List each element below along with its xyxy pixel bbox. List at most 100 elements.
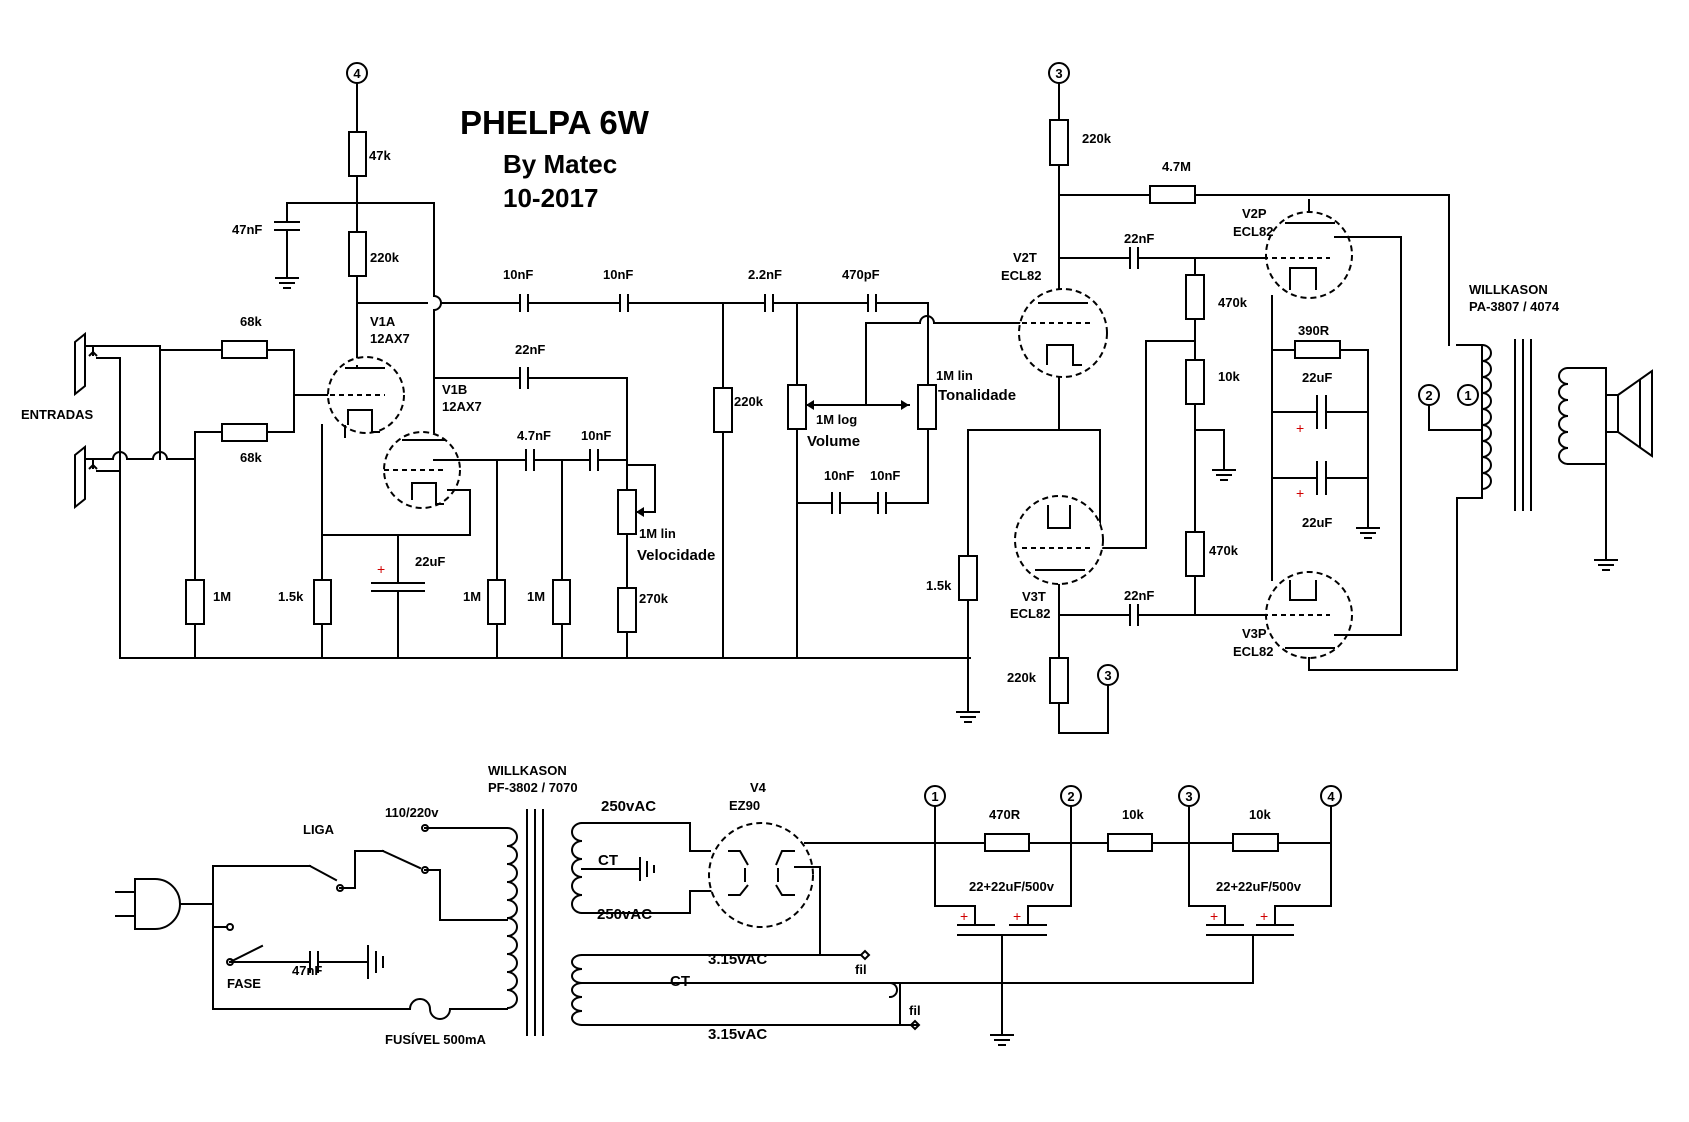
speaker	[1605, 369, 1653, 458]
velocidade-label: Velocidade	[637, 547, 715, 564]
mains-plug	[115, 865, 214, 1010]
r10k-b-label: 10k	[1122, 807, 1144, 822]
fil-b-label: fil	[909, 1003, 921, 1018]
tonalidade-label: Tonalidade	[938, 387, 1016, 404]
r68k-b-label: 68k	[240, 450, 262, 465]
c22nf-c-label: 22nF	[1124, 588, 1154, 603]
c22uf-a-label: 22uF	[415, 554, 445, 569]
volt-sel-label: 110/220v	[385, 805, 439, 820]
c470pf-label: 470pF	[842, 267, 880, 282]
entradas-label: ENTRADAS	[21, 407, 94, 422]
resistor-1m-a	[185, 579, 205, 625]
r10k-c-label: 10k	[1249, 807, 1271, 822]
svg-text:1: 1	[931, 789, 938, 804]
output-transformer	[1481, 339, 1619, 571]
cfa-plus-1: +	[960, 908, 968, 924]
sec-250a-label: 250vAC	[601, 798, 656, 815]
fil-315a-label: 3.15vAC	[708, 951, 767, 968]
resistor-220k-v1a	[348, 231, 367, 277]
node-4-top: 4	[346, 62, 368, 84]
svg-text:2: 2	[1067, 789, 1074, 804]
node-1-psu: 1	[924, 785, 946, 807]
phase-inverter	[955, 82, 1450, 734]
node-1-out: 1	[1457, 384, 1479, 406]
output-stage	[1263, 199, 1483, 671]
v4-label: V4	[750, 780, 767, 795]
cfa-plus-2: +	[1013, 908, 1021, 924]
v2p-label: V2P	[1242, 206, 1267, 221]
liga-label: LIGA	[303, 822, 335, 837]
v3p-label: V3P	[1242, 626, 1267, 641]
r1k5-a-label: 1.5k	[278, 589, 304, 604]
out-trafo-label: WILLKASON	[1469, 282, 1548, 297]
c10nf-2-label: 10nF	[603, 267, 633, 282]
r470k-a-label: 470k	[1218, 295, 1248, 310]
fuse-label: FUSÍVEL 500mA	[385, 1032, 487, 1047]
node-3-top: 3	[1048, 62, 1070, 84]
tube-v3t	[1014, 495, 1104, 585]
r68k-a-label: 68k	[240, 314, 262, 329]
ct-b-label: CT	[670, 973, 690, 990]
c10nf-1-label: 10nF	[503, 267, 533, 282]
tube-v1a	[327, 356, 405, 438]
date: 10-2017	[503, 183, 598, 213]
v1b-type-label: 12AX7	[442, 399, 482, 414]
c2n2-label: 2.2nF	[748, 267, 782, 282]
signal-chain	[519, 294, 1020, 659]
r1k5-b-label: 1.5k	[926, 578, 952, 593]
pot-vol-label: 1M log	[816, 412, 857, 427]
v1b-output	[433, 449, 656, 659]
r4m7-label: 4.7M	[1162, 159, 1191, 174]
node-3-psu: 3	[1178, 785, 1200, 807]
pot-ton-label: 1M lin	[936, 368, 973, 383]
v1b-feedback	[433, 367, 628, 491]
v2t-type-label: ECL82	[1001, 268, 1041, 283]
c10nf-4-label: 10nF	[870, 468, 900, 483]
v4-type-label: EZ90	[729, 798, 760, 813]
node-2-psu: 2	[1060, 785, 1082, 807]
r47k-label: 47k	[369, 148, 391, 163]
pot-vel-label: 1M lin	[639, 526, 676, 541]
svg-text:3: 3	[1185, 789, 1192, 804]
c-filter-a-label: 22+22uF/500v	[969, 879, 1055, 894]
c10nf-a-label: 10nF	[581, 428, 611, 443]
c22uf-a-plus: +	[377, 561, 385, 577]
v1a-type-label: 12AX7	[370, 331, 410, 346]
out-trafo-model-label: PA-3807 / 4074	[1469, 299, 1560, 314]
c-filter-b-label: 22+22uF/500v	[1216, 879, 1302, 894]
svg-text:3: 3	[1055, 66, 1062, 81]
svg-text:4: 4	[353, 66, 361, 81]
r1m-b-label: 1M	[463, 589, 481, 604]
c47nf-top-label: 47nF	[232, 222, 262, 237]
tube-v2t	[1018, 288, 1108, 378]
c22nf-a-label: 22nF	[515, 342, 545, 357]
svg-text:2: 2	[1425, 388, 1432, 403]
r470r-label: 470R	[989, 807, 1021, 822]
r220k-mid-label: 220k	[734, 394, 764, 409]
v1-cathode	[313, 424, 471, 659]
v1-supply	[274, 82, 521, 433]
v2p-type-label: ECL82	[1233, 224, 1273, 239]
v2t-label: V2T	[1013, 250, 1037, 265]
v3t-type-label: ECL82	[1010, 606, 1050, 621]
r1m-a-label: 1M	[213, 589, 231, 604]
volume-label: Volume	[807, 433, 860, 450]
c22uf-c-plus: +	[1296, 485, 1304, 501]
r220k-v1a-label: 220k	[370, 250, 400, 265]
bplus-filter	[899, 805, 1332, 1046]
c22uf-b-plus: +	[1296, 420, 1304, 436]
r10k-a-label: 10k	[1218, 369, 1240, 384]
author: By Matec	[503, 149, 617, 179]
r220k-v3t-label: 220k	[1007, 670, 1037, 685]
c22nf-b-label: 22nF	[1124, 231, 1154, 246]
r390r-label: 390R	[1298, 323, 1330, 338]
c22uf-c-label: 22uF	[1302, 515, 1332, 530]
sec-250b-label: 250vAC	[597, 906, 652, 923]
resistor-68k-b	[221, 423, 268, 442]
node-2-out: 2	[1418, 384, 1440, 406]
node-4-psu: 4	[1320, 785, 1342, 807]
c4n7-label: 4.7nF	[517, 428, 551, 443]
node-3-bottom: 3	[1097, 664, 1119, 686]
v3p-type-label: ECL82	[1233, 644, 1273, 659]
